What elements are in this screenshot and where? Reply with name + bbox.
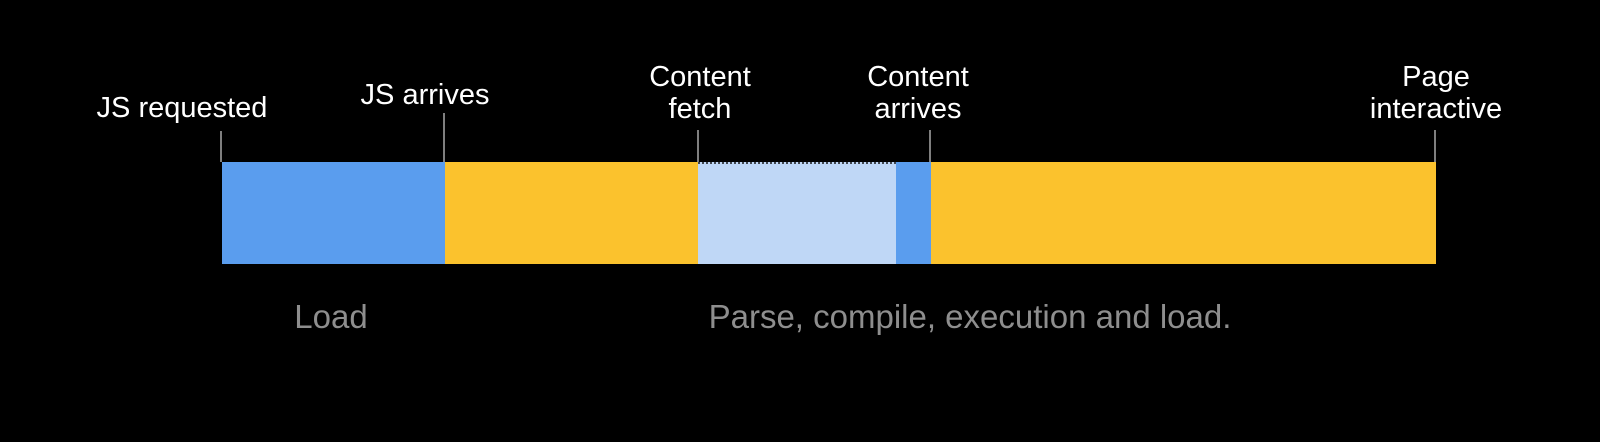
milestone-tick-content-arrives (929, 130, 931, 162)
timeline-bar (222, 162, 1436, 264)
milestone-label-js-requested: JS requested (96, 92, 268, 124)
milestone-label-content-arrives: Content arrives (867, 61, 969, 125)
timeline-segment-parse-compile (445, 162, 698, 264)
milestone-tick-content-fetch (697, 130, 699, 162)
milestone-label-js-arrives: JS arrives (360, 79, 490, 111)
timeline-segment-content-download (896, 162, 931, 264)
milestone-label-page-interactive: Page interactive (1369, 61, 1503, 125)
timeline-segment-execution-load (931, 162, 1436, 264)
timeline-segment-js-download (222, 162, 445, 264)
milestone-tick-page-interactive (1434, 130, 1436, 162)
milestone-label-content-fetch: Content fetch (649, 61, 751, 125)
milestone-tick-js-requested (220, 131, 222, 162)
phase-label-parse-compile-execution-load: Parse, compile, execution and load. (708, 298, 1232, 335)
milestone-tick-js-arrives (443, 113, 445, 162)
timeline-segment-content-fetch (698, 162, 896, 264)
phase-label-load: Load (294, 298, 368, 335)
